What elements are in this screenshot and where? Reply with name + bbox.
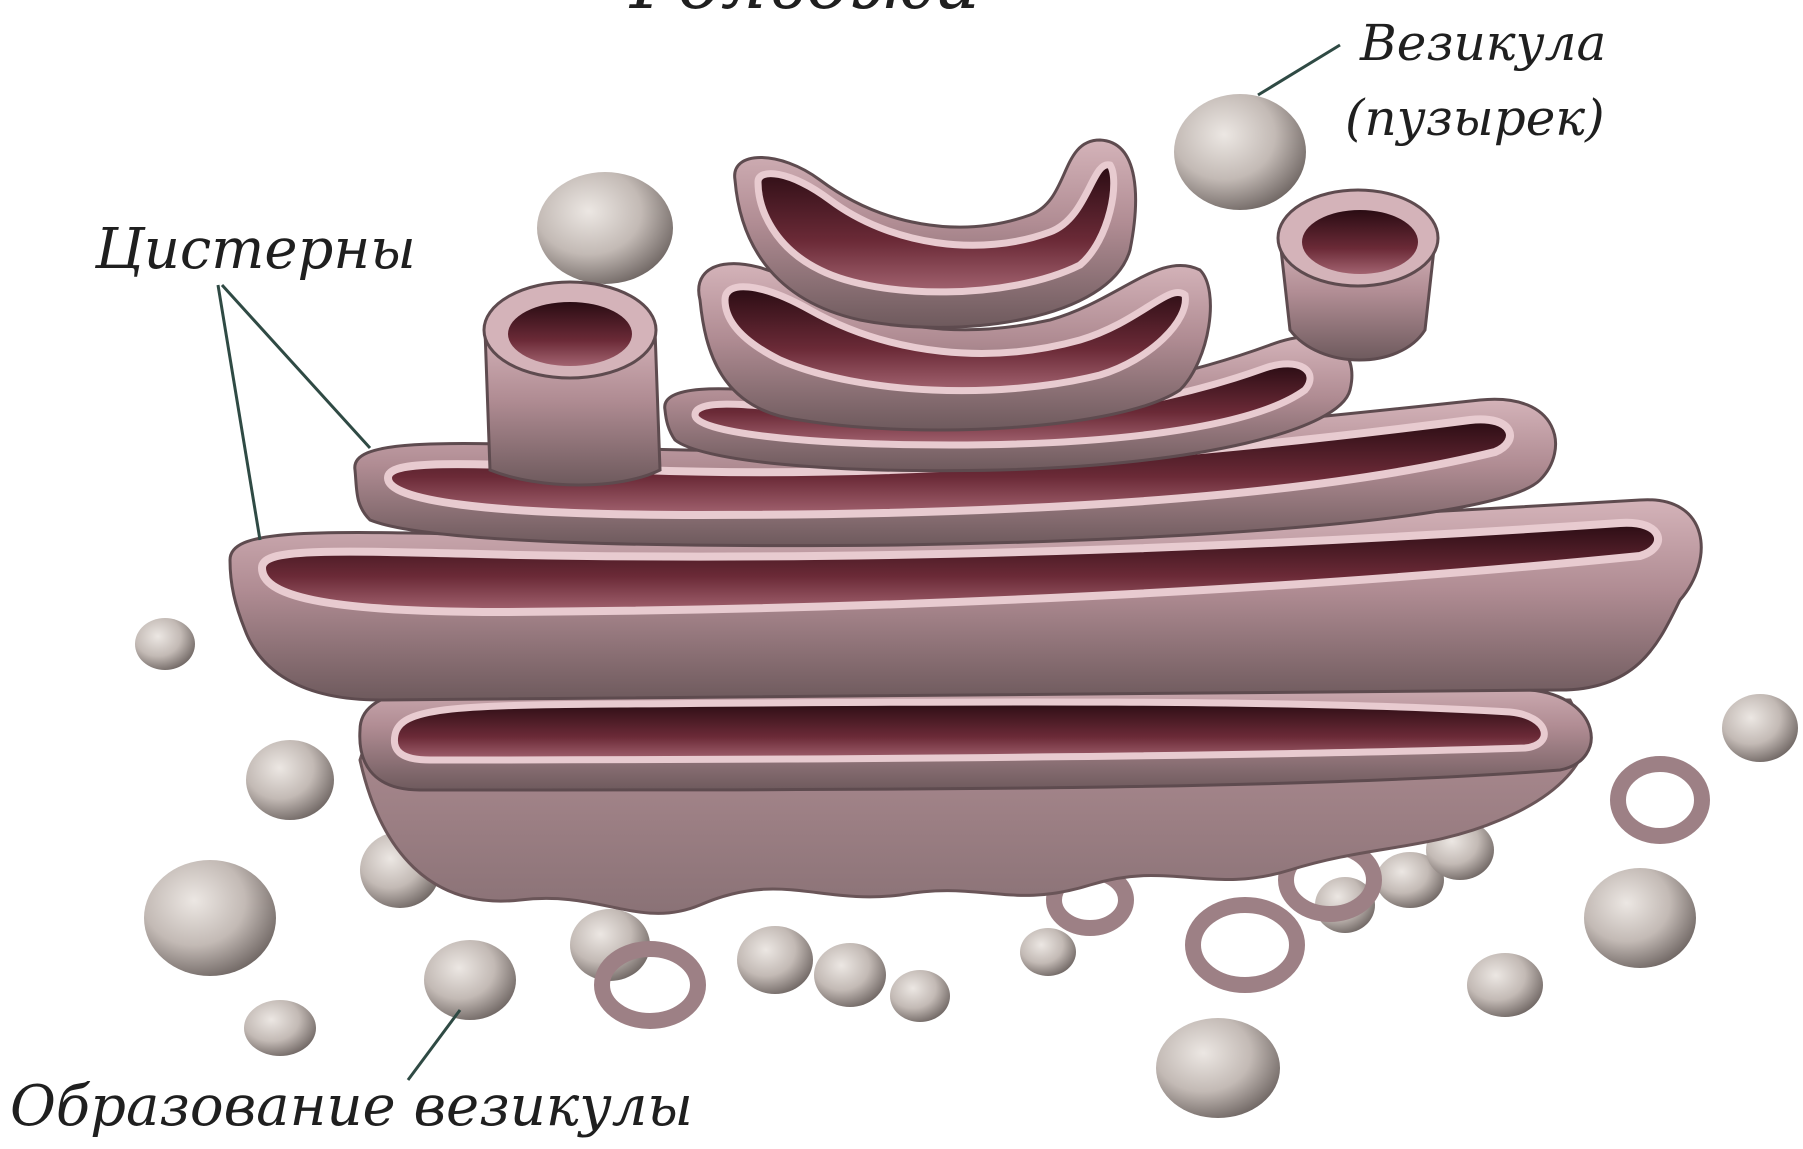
diagram-title: Гольджи: [628, 0, 980, 25]
label-vesicle: Везикула: [1359, 14, 1606, 72]
vesicle: [135, 618, 195, 670]
tubule-left: [484, 282, 660, 485]
label-cisternae: Цистерны: [94, 217, 416, 282]
vesicle: [244, 1000, 316, 1056]
label-vesicle-formation: Образование везикулы: [10, 1074, 693, 1139]
vesicle: [1156, 1018, 1280, 1118]
vesicle: [890, 970, 950, 1022]
tubule-right: [1278, 190, 1438, 360]
vesicle: [537, 172, 673, 284]
leader-cisterna-b: [222, 285, 370, 448]
vesicle: [144, 860, 276, 976]
vesicle: [1722, 694, 1798, 762]
vesicle: [1174, 94, 1306, 210]
label-vesicle-note: (пузырек): [1345, 89, 1605, 147]
vesicle: [1467, 953, 1543, 1017]
leader-vesicle: [1258, 45, 1340, 95]
vesicle: [1020, 928, 1076, 976]
vesicle: [1584, 868, 1696, 968]
leader-cisterna-a: [218, 285, 260, 540]
leader-formation: [408, 1010, 460, 1080]
